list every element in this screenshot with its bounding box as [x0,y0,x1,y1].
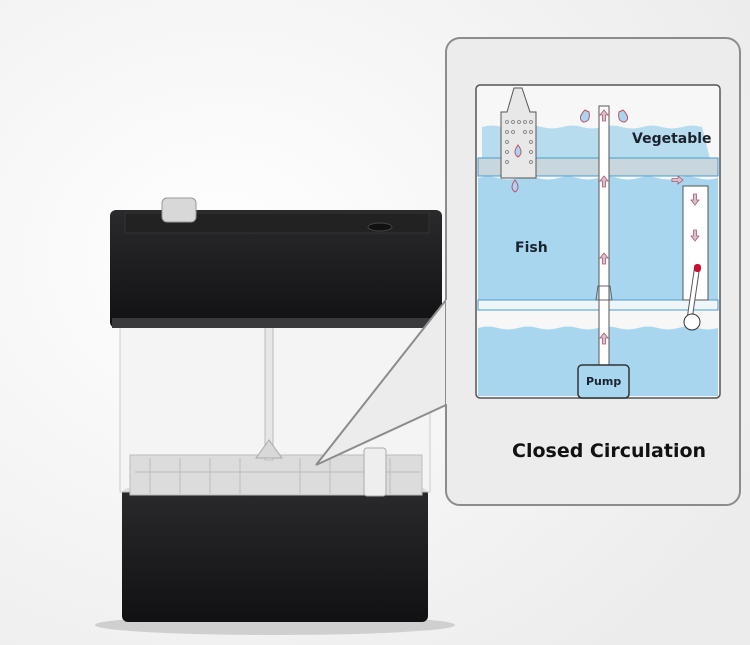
tank-base [122,488,428,622]
circulation-diagram [475,84,721,399]
up-arrow-icons [599,109,609,345]
thermometer-icon [694,264,701,272]
caption-closed-circulation: Closed Circulation [512,440,707,462]
pipe-outlet [161,197,197,223]
pump-label: Pump [586,375,622,388]
planter-pot [500,87,537,179]
vegetable-label: Vegetable [632,131,712,147]
vegetable-tray [110,210,442,328]
diagram-pipe [598,105,610,367]
return-tube [363,447,387,497]
fish-water [478,176,718,300]
aquaponic-tank [110,197,442,622]
down-arrow-icons [671,175,700,242]
pump-pipe [264,319,274,461]
pump-box [577,364,630,399]
fish-label: Fish [515,240,548,256]
water-drop-icon [511,179,519,193]
bottom-water [478,326,718,396]
